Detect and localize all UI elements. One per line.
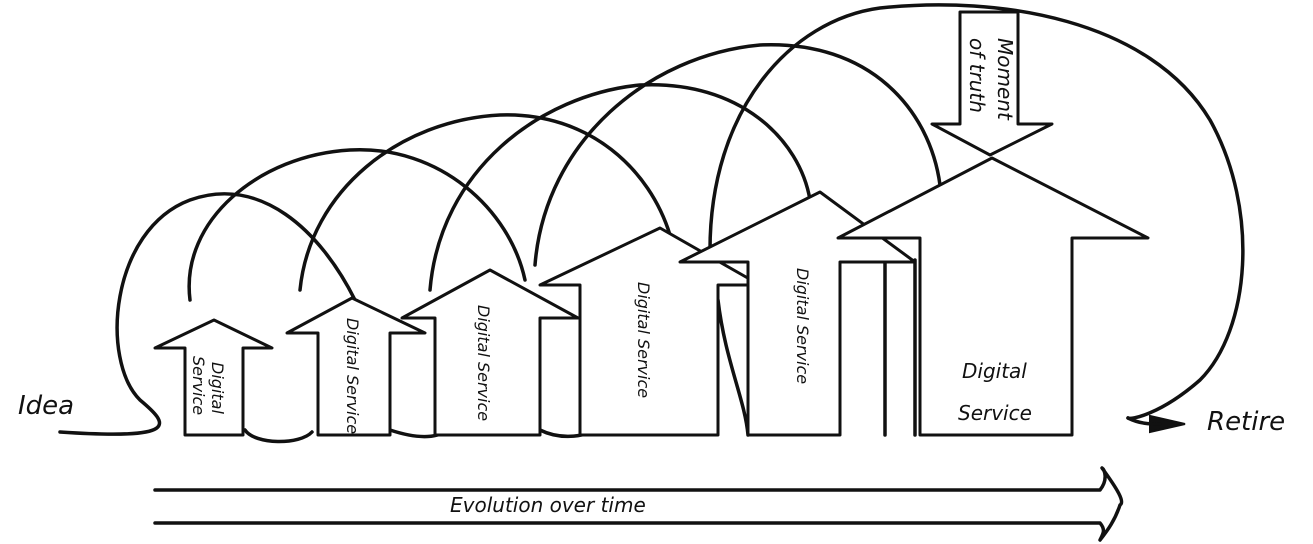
service-label-5: Digital Service [793, 268, 812, 384]
loop-arc-5 [533, 43, 942, 267]
evolution-label: Evolution over time [450, 493, 646, 517]
service-label-6-line1: Digital [962, 359, 1027, 383]
service-arrow-1 [153, 318, 274, 437]
service-arrow-3 [400, 268, 580, 437]
loop-tail-4 [716, 298, 750, 437]
service-label-3: Digital Service [474, 305, 493, 421]
service-label-6-line2: Service [958, 401, 1032, 425]
service-arrows [153, 156, 1150, 437]
loop-arc-4 [428, 83, 812, 292]
loop-arc-1 [58, 192, 357, 436]
moment-of-truth-label-line2: of truth [965, 38, 989, 113]
service-label-1-line2: Service [189, 356, 208, 415]
loop-arc-3 [298, 113, 672, 292]
evolution-arrow [153, 466, 1124, 542]
retire-label: Retire [1207, 407, 1285, 437]
retire-arrow-stem [1126, 416, 1162, 426]
evolution-loops [58, 3, 1245, 444]
loop-arc-2 [187, 148, 527, 302]
service-arrow-2 [285, 296, 427, 437]
idea-label: Idea [18, 391, 74, 421]
loop-arc-6 [708, 3, 1245, 421]
service-label-1-line1: Digital [208, 362, 227, 414]
service-label-2: Digital Service [343, 318, 362, 434]
moment-of-truth-arrow [930, 10, 1054, 157]
service-arrow-6 [836, 156, 1150, 437]
moment-of-truth-label-line1: Moment [993, 38, 1017, 121]
loop-tail-1 [243, 428, 314, 444]
service-label-4: Digital Service [634, 282, 653, 398]
